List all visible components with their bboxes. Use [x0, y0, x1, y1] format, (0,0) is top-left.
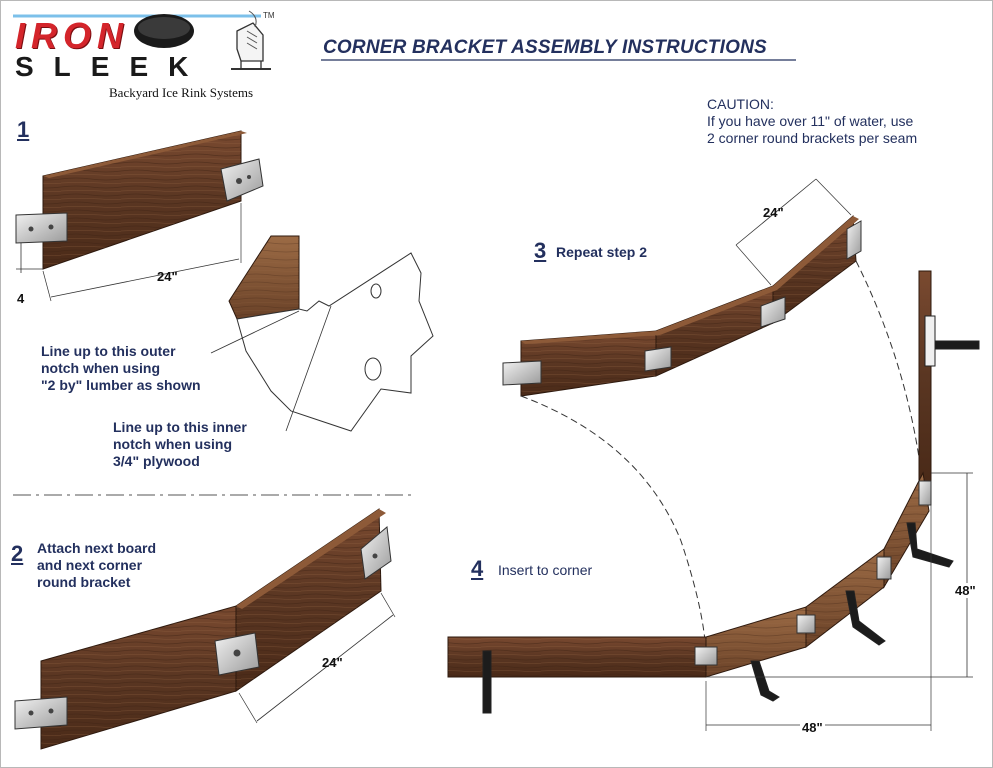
step4-dim-vertical: 48" — [954, 583, 977, 598]
step2-right-bracket — [360, 526, 392, 580]
step1-board — [15, 130, 264, 302]
step2-number: 2 — [11, 541, 24, 566]
step3-boards — [502, 178, 922, 642]
step2-left-bracket — [14, 696, 68, 730]
logo-tm: TM — [263, 11, 275, 20]
step4-number: 4 — [471, 556, 484, 581]
step4-dim-horizontal: 48" — [800, 720, 825, 735]
logo-iron: IRON — [15, 15, 129, 56]
step1-number: 1 — [17, 117, 30, 142]
step2-dim-length: 24" — [322, 655, 343, 670]
step4-corner — [447, 270, 980, 731]
step2-boards — [14, 508, 396, 750]
step1-right-bracket — [220, 158, 264, 202]
step1-dim-height: 4 — [17, 291, 25, 306]
step1-dim-length: 24" — [157, 269, 178, 284]
step3-dim-length: 24" — [763, 205, 784, 220]
step1-left-bracket — [15, 212, 68, 244]
page-title: CORNER BRACKET ASSEMBLY INSTRUCTIONS — [323, 37, 767, 58]
logo-tagline: Backyard Ice Rink Systems — [109, 85, 254, 100]
logo-sleek: SLEEK — [15, 51, 209, 82]
step3-text: Repeat step 2 — [556, 244, 648, 260]
outer-notch-note: Line up to this outer notch when using "… — [41, 343, 201, 393]
caution-line2: 2 corner round brackets per seam — [707, 130, 918, 146]
inner-notch-note: Line up to this inner notch when using 3… — [113, 419, 247, 469]
logo-graphic — [13, 10, 271, 70]
step3-number: 3 — [534, 238, 547, 263]
step4-text: Insert to corner — [498, 562, 593, 578]
step2-text: Attach next board and next corner round … — [37, 540, 157, 590]
caution-note: CAUTION: If you have over 11" of water, … — [707, 96, 917, 147]
caution-heading: CAUTION: — [707, 96, 774, 112]
logo: IRON SLEEK TM Backyard Ice Rink Systems — [11, 9, 281, 101]
step1-notch-detail — [210, 235, 434, 432]
caution-line1: If you have over 11" of water, use — [707, 113, 914, 129]
skate-icon — [231, 10, 271, 70]
